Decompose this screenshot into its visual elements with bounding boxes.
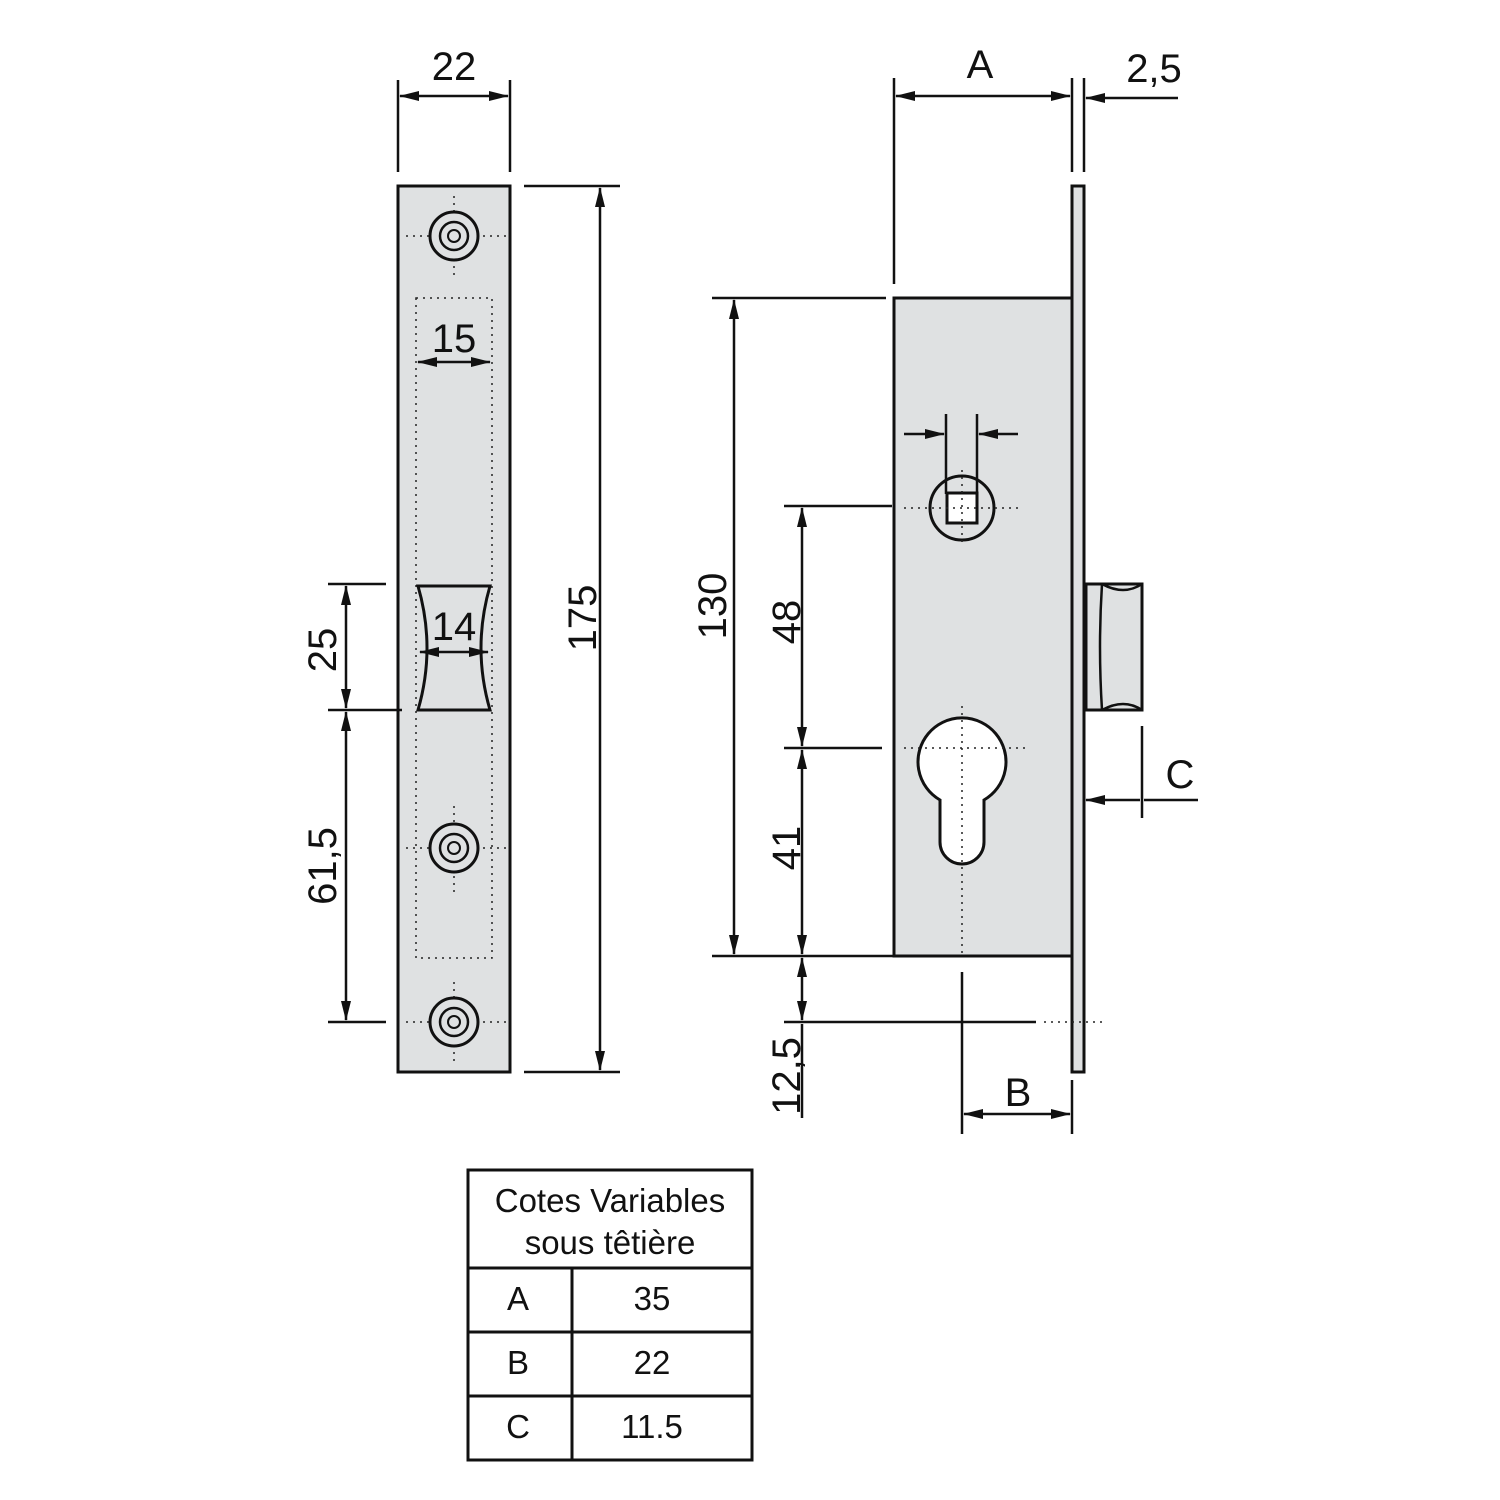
dim-faceplate-thickness: 2,5: [1126, 47, 1182, 91]
dim-label-a: A: [967, 43, 994, 87]
screw-hole-middle: [428, 822, 480, 874]
latch-bolt-front: [416, 584, 492, 712]
dim-bottom-offset: 12,5: [765, 1037, 809, 1115]
faceplate-edge: [1070, 184, 1086, 1074]
table-header-line2: sous têtière: [525, 1224, 696, 1261]
latch-bolt-side: [1084, 582, 1144, 712]
dim-faceplate-length: 175: [561, 585, 605, 652]
table-row-label: A: [507, 1280, 529, 1317]
table-row-value: 22: [634, 1344, 671, 1381]
table-row-value: 11.5: [621, 1408, 683, 1445]
dim-spindle-to-cylinder: 48: [765, 600, 809, 645]
screw-hole-bottom: [428, 996, 480, 1048]
dim-inner-width: 15: [432, 317, 477, 361]
table-row-value: 35: [634, 1280, 671, 1317]
faceplate-front-view: 22 15 14 175 25 61,5: [301, 45, 620, 1074]
screw-hole-top: [428, 210, 480, 262]
dim-latch-to-screw: 61,5: [301, 827, 345, 905]
lock-case: [892, 296, 1074, 958]
table-header-line1: Cotes Variables: [495, 1182, 726, 1219]
dim-faceplate-width: 22: [432, 45, 477, 89]
dim-case-height: 130: [691, 573, 735, 640]
hidden-case-outline: [415, 297, 493, 959]
variable-dimensions-table: Cotes Variables sous têtière A 35 B 22 C…: [466, 1168, 754, 1462]
table-row-label: C: [506, 1408, 530, 1445]
dim-latch-width: 14: [432, 605, 477, 649]
dim-label-b: B: [1005, 1071, 1032, 1115]
table-row-label: B: [507, 1344, 529, 1381]
dim-latch-height: 25: [301, 628, 345, 673]
dim-label-c: C: [1166, 753, 1195, 797]
dim-cylinder-to-bottom: 41: [765, 826, 809, 871]
lock-side-view: A 2,5 130 48 41 12,5 B C: [691, 43, 1198, 1134]
